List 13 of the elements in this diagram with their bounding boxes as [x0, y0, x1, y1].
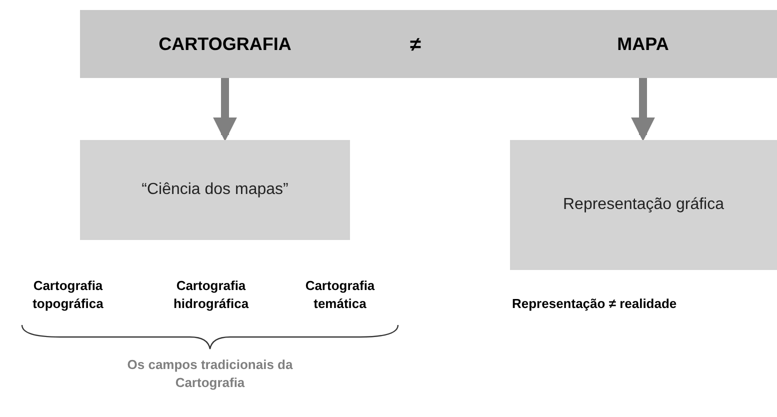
bar-text: CARTOGRAFIA	[120, 10, 330, 78]
bar-text: MAPA	[540, 10, 746, 78]
arrow	[631, 78, 655, 142]
text-box: Representação gráfica	[510, 140, 777, 270]
field-label: Cartografia topográfica	[32, 277, 104, 313]
note-text: Representação ≠ realidade	[512, 295, 677, 313]
text-box: “Ciência dos mapas”	[80, 140, 350, 240]
header-bar	[80, 10, 777, 78]
field-label: Cartografia hidrográfica	[172, 277, 250, 313]
field-label: Cartografia temática	[304, 277, 376, 313]
not-equal-sign: ≠	[410, 33, 421, 58]
arrow	[213, 78, 237, 142]
brace-caption: Os campos tradicionais da Cartografia	[126, 356, 294, 392]
